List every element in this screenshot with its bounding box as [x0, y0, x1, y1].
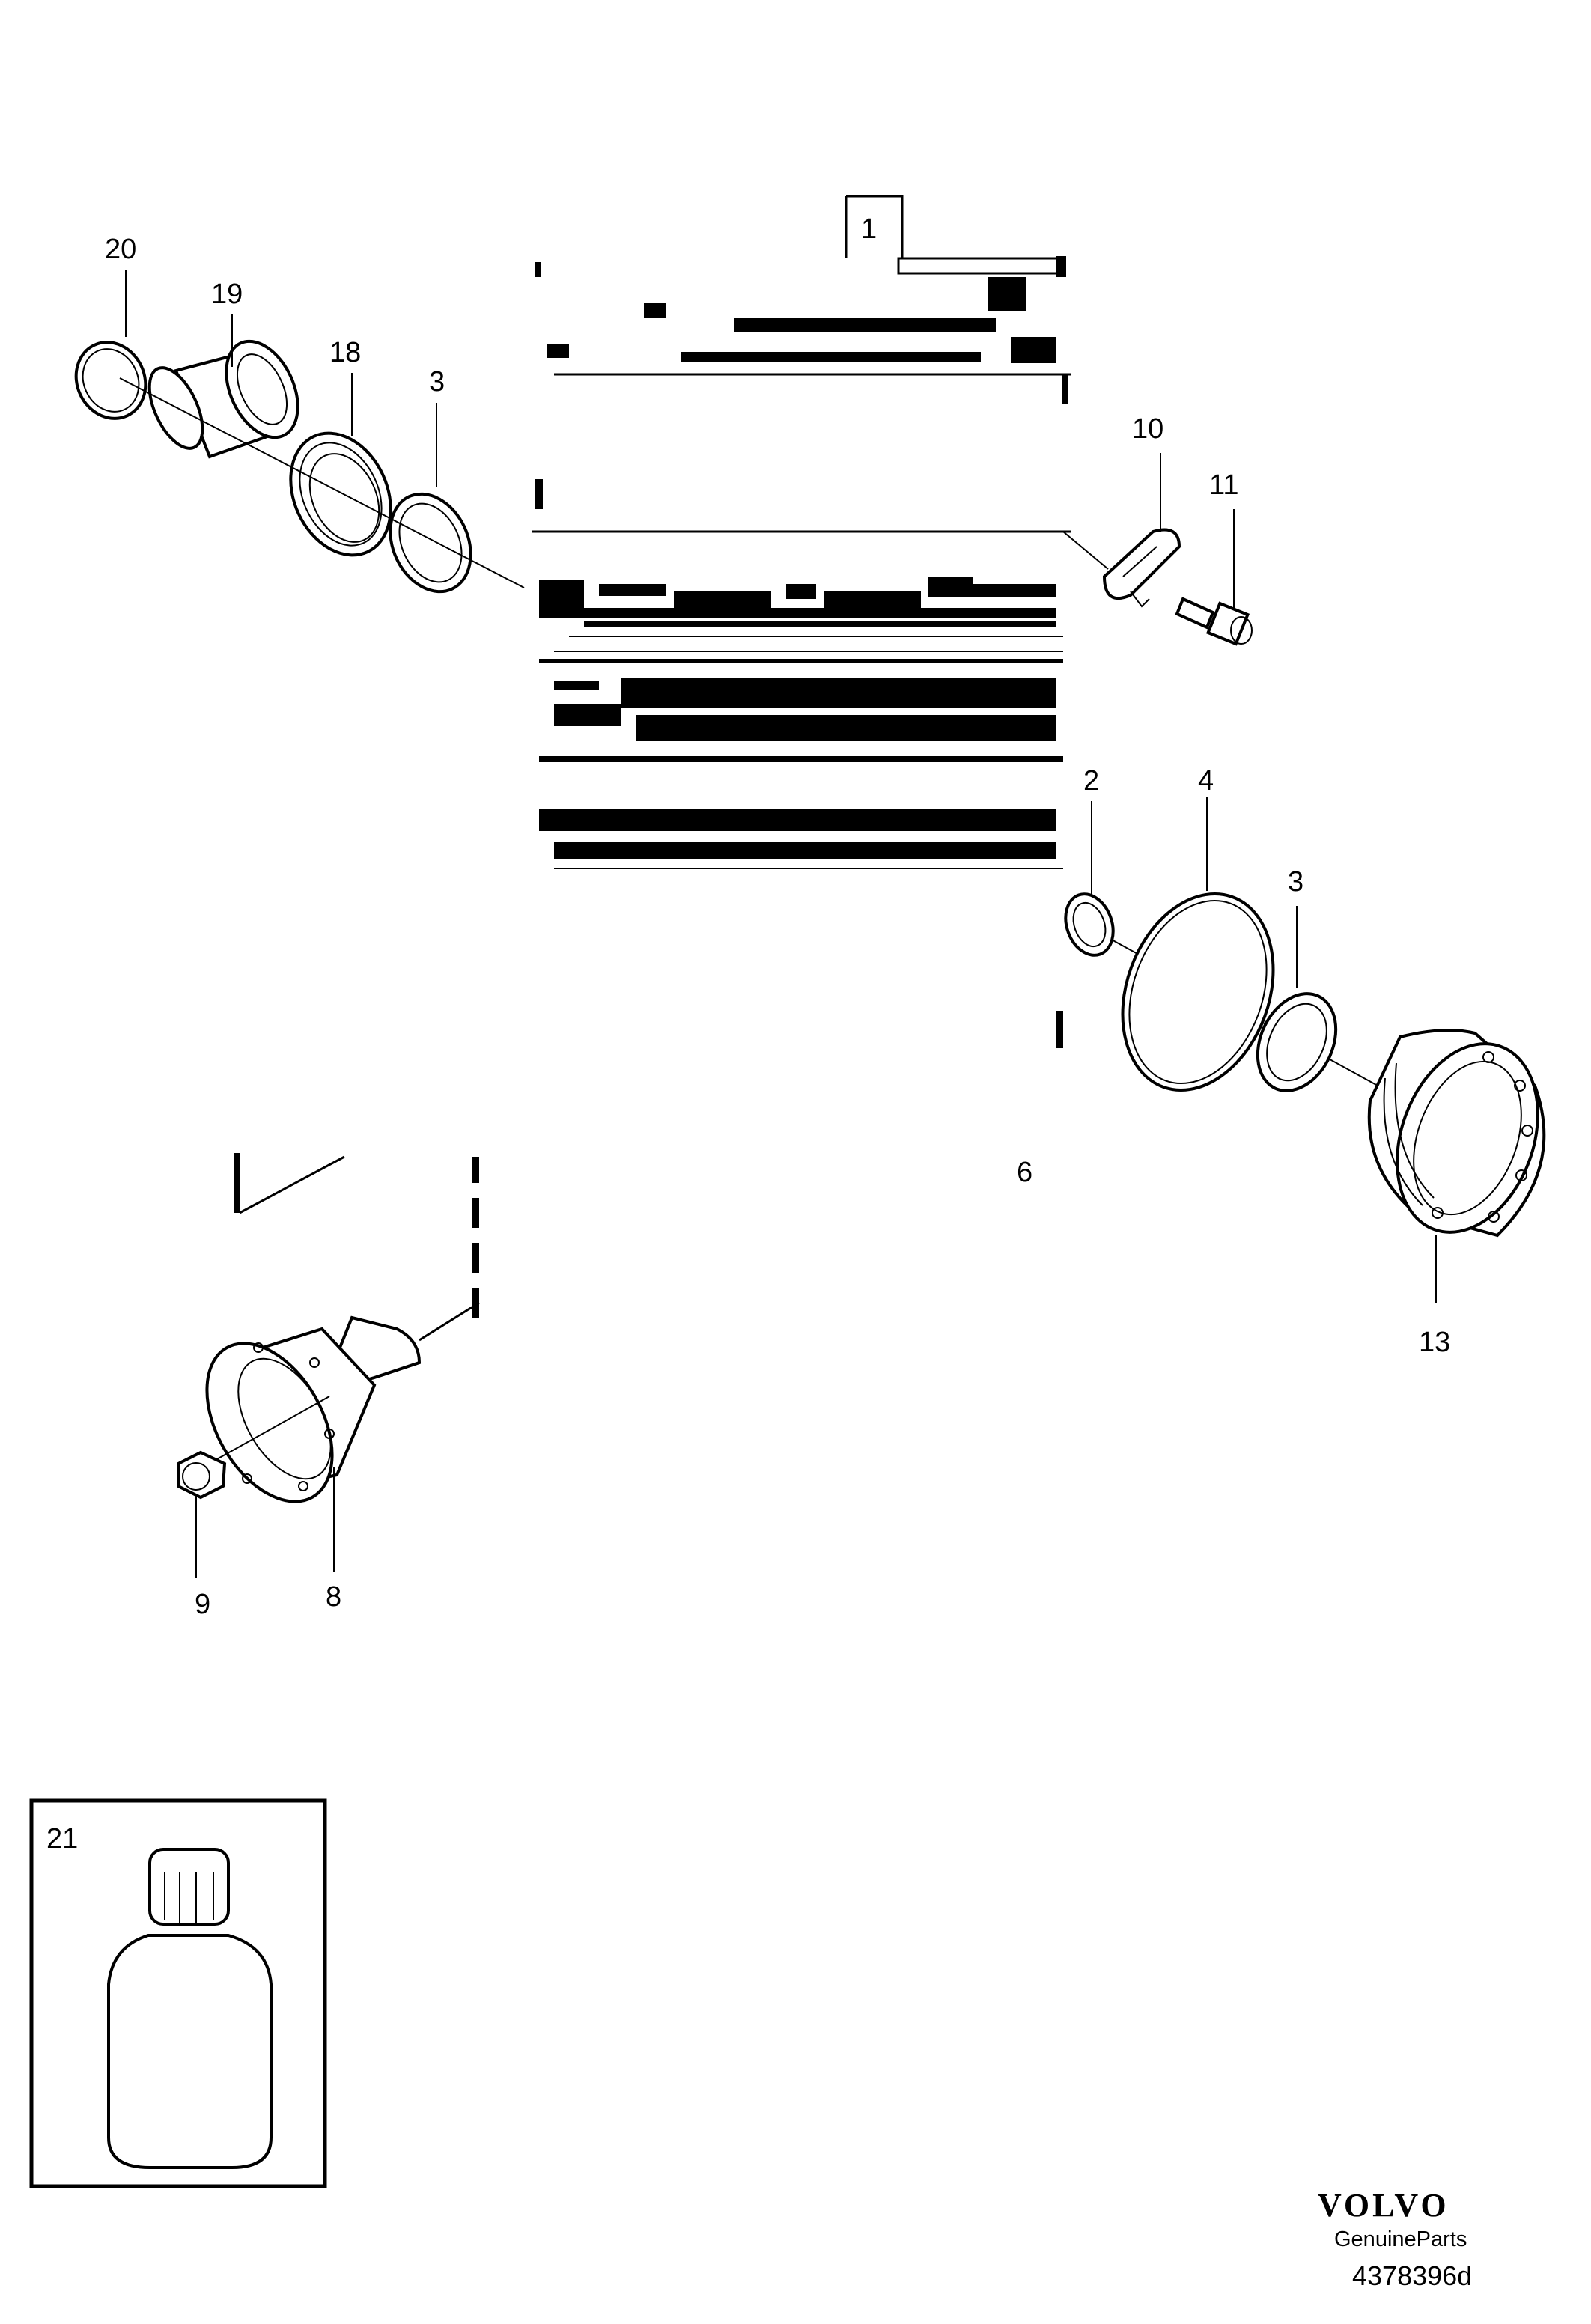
callout-20: 20	[105, 234, 136, 265]
brand-tagline: GenuineParts	[1334, 2227, 1467, 2251]
part-20-circlip	[74, 341, 147, 420]
transmission-housing	[234, 195, 1071, 1318]
part-9-nut	[177, 1450, 227, 1500]
part-2-seal	[1064, 892, 1115, 957]
callout-13: 13	[1419, 1327, 1450, 1358]
callout-4: 4	[1198, 765, 1214, 797]
callout-21: 21	[46, 1823, 78, 1855]
part-19-sleeve	[147, 339, 299, 459]
axis-line-upper	[119, 377, 525, 588]
callout-3-lower: 3	[1288, 866, 1303, 898]
part-21-fluid-bottle-panel	[29, 1798, 327, 2188]
part-18-bearing	[289, 431, 392, 557]
callout-9: 9	[195, 1589, 210, 1620]
callout-3-upper: 3	[429, 366, 445, 398]
part-4-o-ring	[1121, 892, 1275, 1092]
callout-8: 8	[326, 1581, 341, 1613]
part-13-housing-cover	[1367, 1029, 1546, 1238]
callout-1: 1	[861, 213, 877, 245]
part-10-clip	[1102, 528, 1181, 608]
part-11-bolt	[1175, 597, 1253, 646]
document-number: 4378396d	[1352, 2260, 1472, 2291]
callout-18: 18	[329, 337, 361, 368]
callout-2: 2	[1083, 765, 1099, 797]
volvo-logo: VOLVO	[1318, 2187, 1449, 2224]
callout-6: 6	[1017, 1157, 1032, 1188]
callout-11: 11	[1209, 469, 1238, 501]
part-3-seal-lower	[1256, 992, 1338, 1092]
part-3-seal-upper	[389, 492, 472, 594]
callout-19: 19	[211, 279, 243, 310]
part-8-drive-flange	[205, 1301, 480, 1503]
callout-10: 10	[1132, 413, 1163, 445]
